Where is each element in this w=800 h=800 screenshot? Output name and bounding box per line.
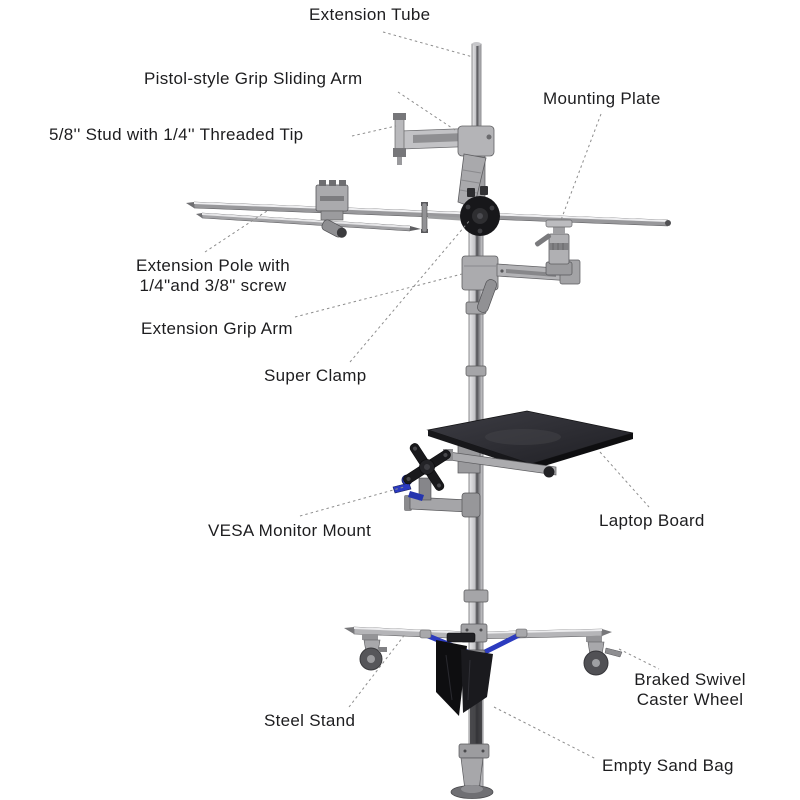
laptop-board-graphic bbox=[426, 410, 634, 478]
label-extension-tube: Extension Tube bbox=[309, 5, 431, 24]
label-extension-pole-line2: 1/4"and 3/8" screw bbox=[139, 276, 287, 295]
label-braked-swivel-caster-wheel: Braked Swivel Caster Wheel bbox=[618, 670, 762, 710]
label-extension-pole: Extension Pole with 1/4"and 3/8" screw bbox=[113, 256, 313, 296]
leader-braked-swivel bbox=[618, 648, 660, 670]
sand-bag-graphic bbox=[436, 632, 493, 716]
leader-stud bbox=[351, 125, 397, 137]
leader-lines bbox=[204, 31, 660, 760]
pistol-grip-arm-graphic bbox=[399, 125, 495, 209]
label-steel-stand: Steel Stand bbox=[264, 711, 356, 730]
leader-laptop-board bbox=[599, 451, 650, 508]
label-braked-swivel-line2: Caster Wheel bbox=[636, 690, 744, 709]
label-super-clamp: Super Clamp bbox=[264, 366, 367, 385]
super-clamp-graphic bbox=[421, 186, 500, 236]
label-braked-swivel-line1: Braked Swivel bbox=[634, 670, 746, 689]
label-extension-pole-line1: Extension Pole with bbox=[135, 256, 291, 275]
leader-empty-sand-bag bbox=[493, 706, 597, 760]
leader-steel-stand bbox=[348, 632, 407, 708]
leader-vesa-monitor-mount bbox=[299, 486, 405, 517]
mounting-plate-graphic bbox=[534, 219, 573, 276]
leader-super-clamp bbox=[349, 219, 471, 363]
label-vesa-monitor-mount: VESA Monitor Mount bbox=[208, 521, 372, 540]
left-clamp-graphic bbox=[315, 180, 349, 238]
caster-wheel-left-graphic bbox=[359, 634, 387, 671]
label-stud: 5/8'' Stud with 1/4'' Threaded Tip bbox=[49, 125, 304, 144]
caster-wheel-right-graphic bbox=[583, 636, 623, 676]
leader-pistol-grip-arm bbox=[397, 91, 456, 131]
label-empty-sand-bag: Empty Sand Bag bbox=[602, 756, 734, 775]
label-laptop-board: Laptop Board bbox=[599, 511, 705, 530]
label-pistol-grip-arm: Pistol-style Grip Sliding Arm bbox=[144, 69, 363, 88]
bottom-caster-graphic bbox=[450, 743, 494, 799]
leader-extension-pole bbox=[204, 210, 268, 253]
label-extension-grip-arm: Extension Grip Arm bbox=[141, 319, 293, 338]
leader-mounting-plate bbox=[560, 113, 602, 221]
label-mounting-plate: Mounting Plate bbox=[543, 89, 661, 108]
leader-extension-grip-arm bbox=[294, 273, 463, 318]
leader-extension-tube bbox=[382, 31, 474, 58]
stud-graphic bbox=[393, 113, 406, 165]
